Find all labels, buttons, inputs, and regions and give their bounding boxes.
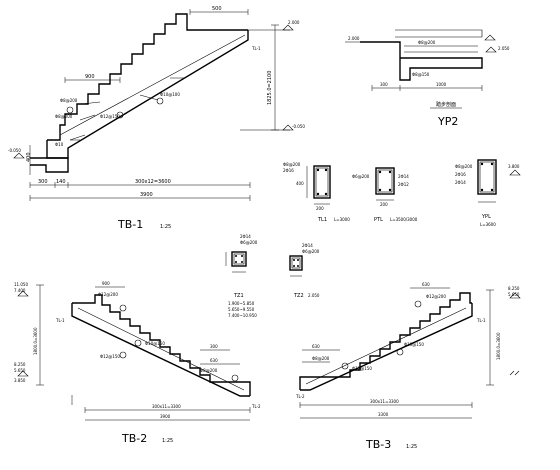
tb1-rebar-a: Φ8@200: [60, 98, 78, 103]
tz1-range-3: 7.400~10.950: [228, 313, 257, 318]
tb3-dim-run: 300x11=3300: [370, 399, 399, 404]
yp2-note-1: Φ8@200: [418, 40, 436, 45]
stair-section-tb2: 900 300 630 300x11=3300 3900 1800.0=3600…: [14, 281, 261, 445]
tl1-title: TL1: [317, 217, 327, 223]
tb3-note-3: Φ8@200: [312, 356, 330, 361]
tb2-dim-overall: 3900: [160, 414, 171, 419]
tb1-dim-left-upper: 900: [85, 74, 95, 80]
detail-tz1: 2Φ14 Φ6@200 TZ1 1.900~5.850 5.650~9.550 …: [225, 234, 258, 318]
detail-tl1: Φ8@200 2Φ16 400 200 TL1 L=3000: [283, 162, 350, 223]
tl1-dim-w: 200: [316, 206, 324, 211]
ptl-len: L=3500/3000: [390, 217, 418, 222]
ptl-note-2: 2Φ14: [398, 174, 409, 179]
ptl-note-1: Φ6@200: [352, 174, 370, 179]
tz2-note-2: Φ6@200: [302, 249, 320, 254]
tb1-level-top: 2.000: [288, 20, 300, 25]
tb3-tag-1: TL-1: [476, 318, 486, 323]
tb3-scale: 1:25: [406, 444, 417, 450]
ptl-dim-w: 200: [380, 202, 388, 207]
ypl-note-2: 2Φ16: [455, 172, 466, 177]
stair-section-tb1: 500 900 1825.0=2100 300 140 300x12=3600 …: [8, 6, 305, 231]
tb2-note-4: Φ12@150: [100, 354, 120, 359]
tl1-dim-h: 400: [296, 181, 304, 186]
stair-section-tb3: 630 630 300x11=3300 3300 1800.0=3600 8.2…: [295, 282, 521, 451]
tb1-scale: 1:25: [160, 224, 171, 230]
tb1-dim-top: 500: [212, 6, 222, 12]
tb2-dim-top: 900: [102, 281, 110, 286]
tb1-dim-height: 1825.0=2100: [267, 71, 273, 105]
ypl-note-3: 2Φ14: [455, 180, 466, 185]
ypl-note-1: Φ8@200: [455, 164, 473, 169]
yp2-title: YP2: [437, 115, 458, 128]
tb3-note-1: Φ12@200: [426, 294, 446, 299]
yp2-dim-left: 300: [380, 82, 388, 87]
tb3-level-2: 5.650: [508, 292, 520, 297]
tz2-level: 2.050: [308, 293, 320, 298]
detail-ptl: Φ6@200 2Φ14 2Φ12 200 PTL L=3500/3000: [352, 167, 418, 223]
tb1-level-left: -0.050: [8, 148, 21, 153]
yp2-level-l: 2.050: [498, 46, 510, 51]
tb1-rebar-b: Φ10@100: [160, 92, 180, 97]
ptl-note-3: 2Φ12: [398, 182, 409, 187]
tb2-note-2: Φ10@150: [145, 341, 165, 346]
ypl-level: 3.800: [508, 164, 520, 169]
tb2-level-3: 8.250: [14, 362, 26, 367]
tb2-note-3: Φ8@200: [200, 368, 218, 373]
tb2-dim-bottom: 630: [210, 358, 218, 363]
tb1-rebar-e: Φ10: [55, 142, 64, 147]
tb2-level-5: 3.850: [14, 378, 26, 383]
ypl-title: YPL: [481, 214, 491, 220]
tb3-dim-left: 630: [312, 344, 320, 349]
tb2-level-4: 5.650: [14, 368, 26, 373]
tb2-level-2: 7.400: [14, 288, 26, 293]
tb2-dim-mid: 300: [210, 344, 218, 349]
ypl-len: L=3600: [480, 222, 496, 227]
yp2-level-h: 2.000: [348, 36, 360, 41]
tb2-title: TB-2: [121, 432, 147, 445]
tb2-level-1: 11.050: [14, 282, 28, 287]
tb2-tag-1: TL-1: [55, 318, 65, 323]
tl1-note-1: Φ8@200: [283, 162, 301, 167]
tb1-dim-bottom-left: 300: [38, 179, 48, 185]
tz1-range-2: 5.650~9.550: [228, 307, 255, 312]
tl1-len: L=3000: [334, 217, 350, 222]
tb1-title: TB-1: [117, 218, 143, 231]
tb1-rebar-d: Φ8@200: [55, 114, 73, 119]
tb3-tag-2: TL-2: [295, 394, 305, 399]
tb3-note-2: Φ10@150: [404, 342, 424, 347]
tb1-dim-overall: 3900: [140, 192, 153, 198]
tz1-note-2: Φ6@200: [240, 240, 258, 245]
yp2-dim-span: 1000: [436, 82, 447, 87]
tz1-title: TZ1: [233, 293, 244, 299]
yp2-label: 踏步剖面: [436, 101, 456, 108]
tl1-note-2: 2Φ16: [283, 168, 294, 173]
yp2-note-2: Φ8@150: [412, 72, 430, 77]
tb2-note-1: Φ12@200: [98, 292, 118, 297]
tz1-note-1: 2Φ14: [240, 234, 251, 239]
tb1-dim-bottom-mid: 140: [56, 179, 66, 185]
tb3-dim-top: 630: [422, 282, 430, 287]
tz1-range-1: 1.900~5.850: [228, 301, 255, 306]
tb3-dim-overall: 3300: [378, 412, 389, 417]
tb1-dim-bottom-run: 300x12=3600: [135, 179, 171, 185]
tb1-level-bottom: -0.050: [292, 124, 305, 129]
tb3-dim-height: 1800.0=3600: [496, 332, 501, 360]
tz2-title: TZ2: [293, 293, 304, 299]
tb2-tag-2: TL-2: [251, 404, 261, 409]
tb2-scale: 1:25: [162, 438, 173, 444]
tb3-note-4: Φ12@150: [352, 366, 372, 371]
detail-tz2: 2Φ14 Φ6@200 TZ2 2.050: [289, 243, 320, 299]
tb1-dim-left-vert: 400: [26, 152, 32, 162]
tb3-title: TB-3: [365, 438, 391, 451]
detail-ypl: Φ8@200 2Φ16 2Φ14 3.800 YPL L=3600: [455, 159, 521, 227]
tz2-note-1: 2Φ14: [302, 243, 313, 248]
tb2-dim-height: 1800.0=3600: [33, 327, 38, 355]
tb3-level-1: 8.250: [508, 286, 520, 291]
tb1-tag-tl: TL-1: [251, 46, 261, 51]
tb1-rebar-c: Φ12@150: [100, 114, 120, 119]
tb2-dim-run: 300x11=3300: [152, 404, 181, 409]
ptl-title: PTL: [374, 217, 383, 223]
detail-yp2: 300 1000 2.000 2.050 Φ8@200 Φ8@150 踏步剖面 …: [345, 29, 510, 128]
